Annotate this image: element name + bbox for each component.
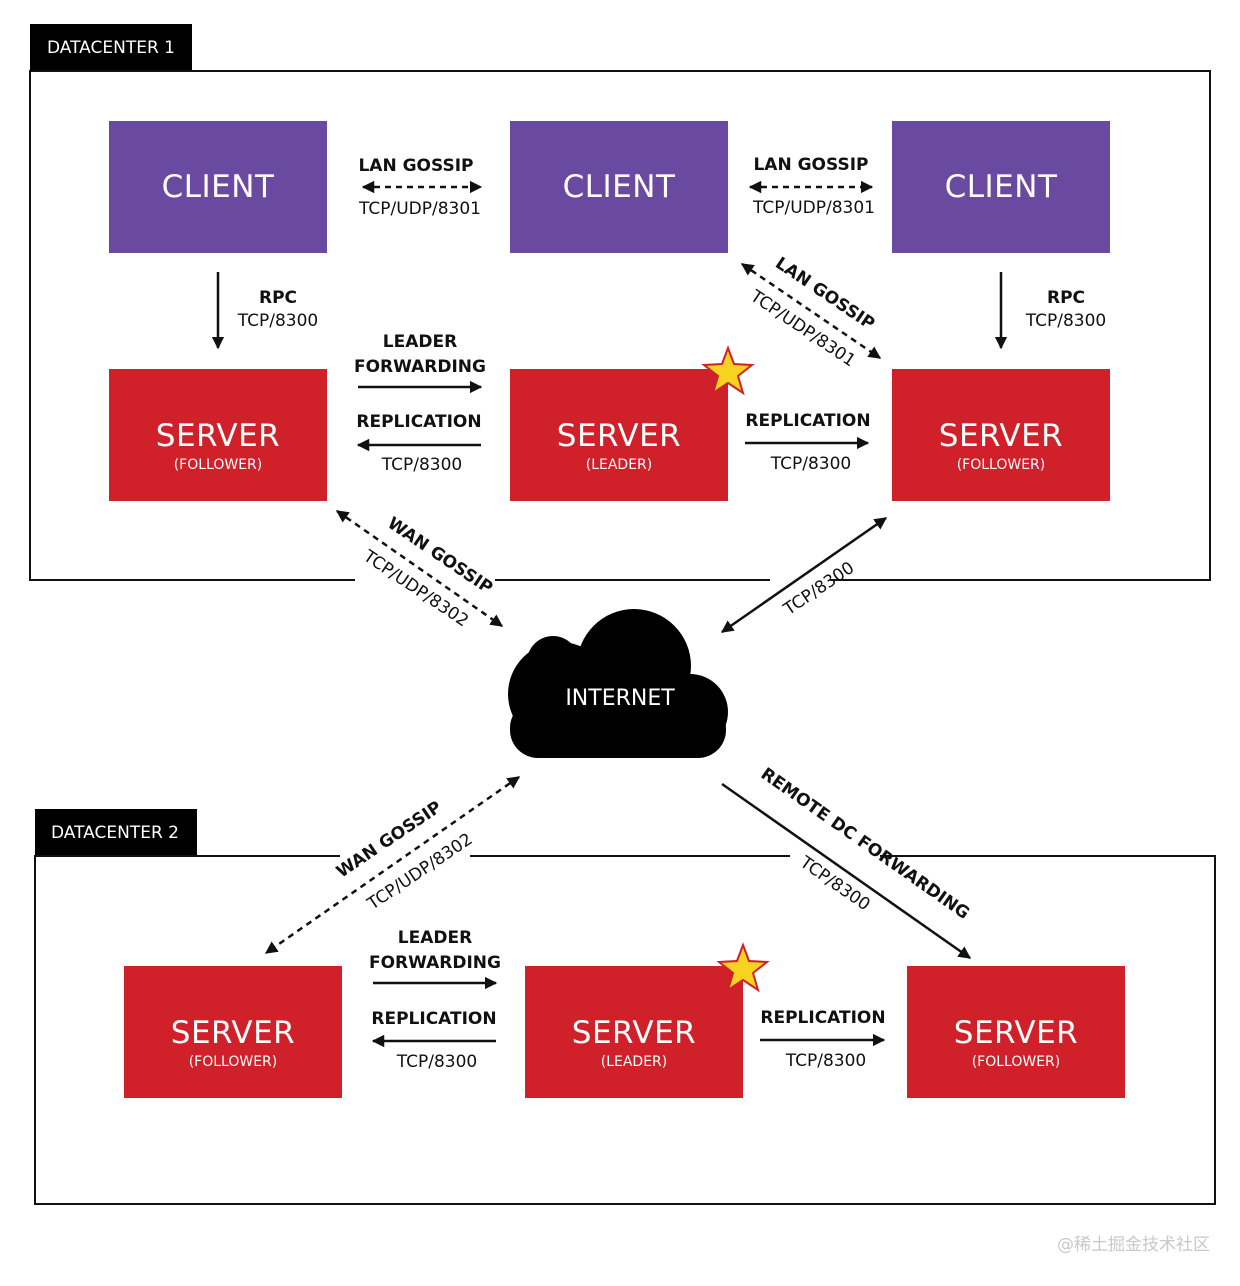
solid-arrow xyxy=(721,782,972,960)
server-node-dc1-follower-right: SERVER (FOLLOWER) xyxy=(892,369,1110,501)
watermark-text: @稀土掘金技术社区 xyxy=(1057,1235,1210,1255)
server-label: SERVER xyxy=(171,1015,295,1051)
remote-dc-forwarding-link: REMOTE DC FORWARDING TCP/8300 xyxy=(721,764,973,960)
client-label: CLIENT xyxy=(563,169,676,205)
server-label: SERVER xyxy=(954,1015,1078,1051)
star-icon xyxy=(716,942,770,993)
client-box xyxy=(109,121,327,253)
server-box xyxy=(525,966,743,1098)
server-label: SERVER xyxy=(572,1015,696,1051)
server-role-label: (LEADER) xyxy=(586,457,653,473)
leader-label: LEADER xyxy=(383,332,457,352)
datacenter-2-label: DATACENTER 2 xyxy=(51,823,179,843)
datacenter-1: DATACENTER 1 xyxy=(29,24,1211,581)
server-node-dc1-follower-left: SERVER (FOLLOWER) xyxy=(109,369,327,501)
server-role-label: (FOLLOWER) xyxy=(174,457,263,473)
server-box xyxy=(907,966,1125,1098)
server-role-label: (FOLLOWER) xyxy=(957,457,1046,473)
dashed-arrow xyxy=(335,509,504,628)
server-label: SERVER xyxy=(156,418,280,454)
leader-forwarding-link-dc1: LEADER FORWARDING xyxy=(354,332,486,394)
server-role-label: (FOLLOWER) xyxy=(189,1054,278,1070)
forwarding-label: FORWARDING xyxy=(369,953,501,973)
client-box xyxy=(510,121,728,253)
server-node-dc2-leader: SERVER (LEADER) xyxy=(525,942,770,1098)
replication-label: REPLICATION xyxy=(760,1008,885,1028)
lan-gossip-link-right: LAN GOSSIP TCP/UDP/8301 xyxy=(748,155,875,218)
client-node-right: CLIENT xyxy=(892,121,1110,253)
datacenter-1-tab xyxy=(30,24,192,70)
star-icon xyxy=(701,345,755,396)
server-box xyxy=(109,369,327,501)
port-label: TCP/UDP/8301 xyxy=(752,198,875,218)
server-node-dc1-leader: SERVER (LEADER) xyxy=(510,345,755,501)
replication-label: REPLICATION xyxy=(745,411,870,431)
rpc-label: RPC xyxy=(1047,288,1085,308)
replication-label: REPLICATION xyxy=(356,412,481,432)
lan-gossip-link-left: LAN GOSSIP TCP/UDP/8301 xyxy=(358,156,483,219)
datacenter-2: DATACENTER 2 xyxy=(34,809,1216,1205)
leader-forwarding-link-dc2: LEADER FORWARDING xyxy=(369,928,501,990)
replication-link-dc2-right: REPLICATION TCP/8300 xyxy=(760,1008,886,1071)
client-box xyxy=(892,121,1110,253)
datacenter-2-border xyxy=(34,855,1216,1205)
replication-link-dc2-left: REPLICATION TCP/8300 xyxy=(371,1009,496,1072)
port-label: TCP/UDP/8301 xyxy=(358,199,481,219)
client-label: CLIENT xyxy=(945,169,1058,205)
port-label: TCP/8300 xyxy=(785,1051,867,1071)
internet-label: INTERNET xyxy=(565,686,675,711)
server-role-label: (FOLLOWER) xyxy=(972,1054,1061,1070)
cloud-icon: INTERNET xyxy=(508,609,728,758)
server-box xyxy=(892,369,1110,501)
port-label: TCP/8300 xyxy=(237,311,319,331)
leader-label: LEADER xyxy=(398,928,472,948)
datacenter-1-label: DATACENTER 1 xyxy=(47,38,175,58)
port-label: TCP/8300 xyxy=(396,1052,478,1072)
client-node-left: CLIENT xyxy=(109,121,327,253)
server-label: SERVER xyxy=(939,418,1063,454)
dashed-arrow xyxy=(740,262,882,360)
port-label: TCP/8300 xyxy=(381,455,463,475)
server-rpc-link-internet: TCP/8300 xyxy=(720,516,888,634)
rpc-link-left: RPC TCP/8300 xyxy=(211,272,319,350)
server-box xyxy=(124,966,342,1098)
port-label: TCP/8300 xyxy=(770,454,852,474)
replication-label: REPLICATION xyxy=(371,1009,496,1029)
server-label: SERVER xyxy=(557,418,681,454)
rpc-link-right: RPC TCP/8300 xyxy=(994,272,1107,350)
datacenter-2-tab xyxy=(35,809,197,855)
dashed-arrow xyxy=(264,775,521,955)
lan-gossip-label: LAN GOSSIP xyxy=(358,156,473,176)
server-node-dc2-follower-left: SERVER (FOLLOWER) xyxy=(124,966,342,1098)
label-backdrop xyxy=(790,848,880,864)
wan-gossip-link-dc1: WAN GOSSIP TCP/UDP/8302 xyxy=(335,509,504,631)
port-label: TCP/8300 xyxy=(779,558,858,620)
server-role-label: (LEADER) xyxy=(601,1054,668,1070)
lan-gossip-link-diagonal: LAN GOSSIP TCP/UDP/8301 xyxy=(740,253,882,371)
wan-gossip-link-dc2: WAN GOSSIP TCP/UDP/8302 xyxy=(264,775,521,955)
replication-link-dc1-right: REPLICATION TCP/8300 xyxy=(745,411,871,474)
server-node-dc2-follower-right: SERVER (FOLLOWER) xyxy=(907,966,1125,1098)
replication-link-dc1-left: REPLICATION TCP/8300 xyxy=(356,412,481,475)
datacenter-1-border xyxy=(29,70,1211,581)
forwarding-label: FORWARDING xyxy=(354,357,486,377)
client-label: CLIENT xyxy=(162,169,275,205)
client-node-center: CLIENT xyxy=(510,121,728,253)
server-box xyxy=(510,369,728,501)
rpc-label: RPC xyxy=(259,288,297,308)
lan-gossip-label: LAN GOSSIP xyxy=(753,155,868,175)
solid-arrow xyxy=(720,516,888,634)
port-label: TCP/8300 xyxy=(1025,311,1107,331)
